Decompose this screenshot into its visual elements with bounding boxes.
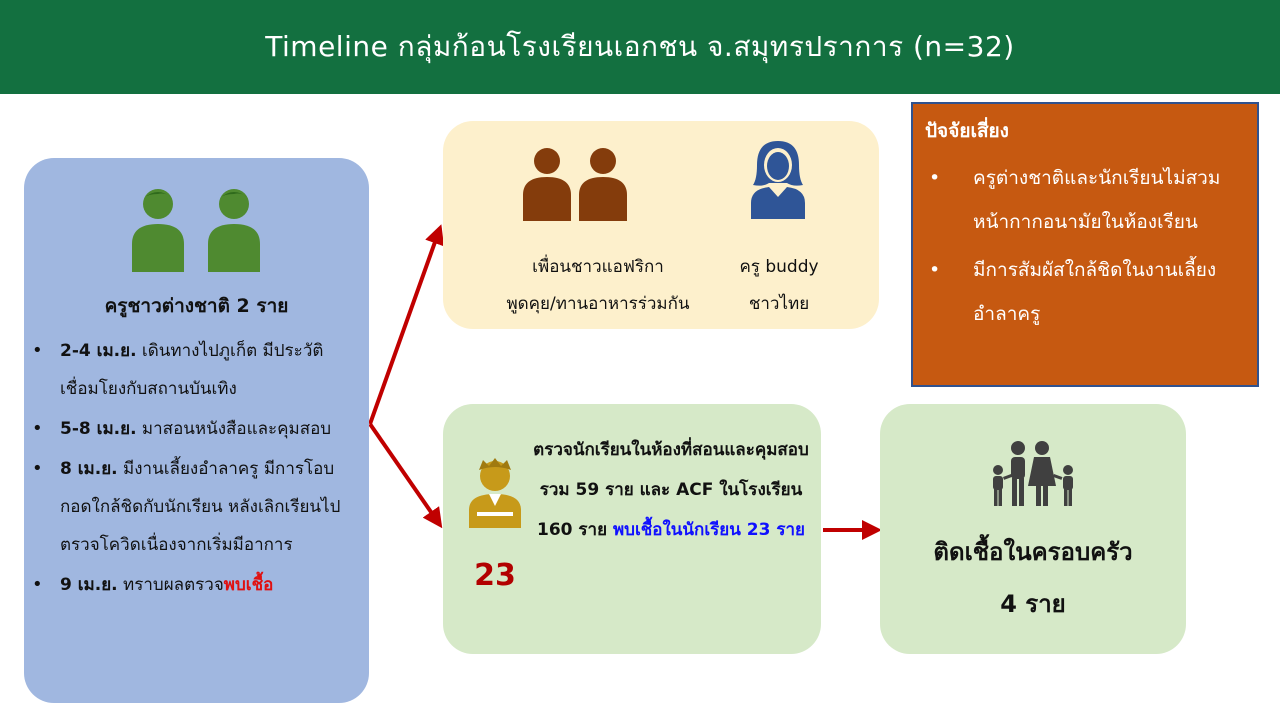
list-item: • 9 เม.ย. ทราบผลตรวจพบเชื้อ xyxy=(30,566,362,604)
student-testing-summary: ตรวจนักเรียนในห้องที่สอนและคุมสอบรวม 59 … xyxy=(533,440,809,540)
buddy-teacher-label: ครู buddy ชาวไทย xyxy=(721,249,837,323)
family-icon xyxy=(993,441,1073,506)
contacts-panel: เพื่อนชาวแอฟริกา พูดคุย/ทานอาหารร่วมกัน … xyxy=(443,121,879,329)
bullet-icon: • xyxy=(32,340,43,361)
timeline-date: 2-4 เม.ย. xyxy=(60,341,137,361)
timeline-text: มีงานเลี้ยงอำลาครู มีการโอบกอดใกล้ชิดกับ… xyxy=(60,459,341,555)
risk-factor-text: ครูต่างชาติและนักเรียนไม่สวมหน้ากากอนามั… xyxy=(973,167,1221,233)
student-positive-result: พบเชื้อในนักเรียน 23 ราย xyxy=(612,520,805,540)
buddy-teacher-nationality: ชาวไทย xyxy=(748,294,810,314)
timeline-date: 9 เม.ย. xyxy=(60,575,118,595)
african-friends-line: เพื่อนชาวแอฟริกา xyxy=(532,257,664,277)
buddy-teacher-line: ครู buddy xyxy=(739,257,819,277)
risk-factor-text: มีการสัมผัสใกล้ชิดในงานเลี้ยงอำลาครู xyxy=(973,259,1217,325)
student-case-count: 23 xyxy=(474,558,516,593)
risk-factors-list: • ครูต่างชาติและนักเรียนไม่สวมหน้ากากอนาม… xyxy=(923,156,1253,340)
african-friends-activity: พูดคุย/ทานอาหารร่วมกัน xyxy=(506,294,690,314)
african-friends-icon xyxy=(523,148,627,221)
list-item: • 5-8 เม.ย. มาสอนหนังสือและคุมสอบ xyxy=(30,410,362,448)
family-infection-label: ติดเชื้อในครอบครัว xyxy=(933,538,1133,566)
risk-factors-box: ปัจจัยเสี่ยง • ครูต่างชาติและนักเรียนไม่ส… xyxy=(911,102,1259,387)
student-icon xyxy=(469,458,521,528)
teachers-icon xyxy=(132,189,260,272)
page-title: Timeline กลุ่มก้อนโรงเรียนเอกชน จ.สมุทรป… xyxy=(265,30,1015,63)
positive-result-label: พบเชื้อ xyxy=(223,575,274,595)
student-testing-text: ตรวจนักเรียนในห้องที่สอนและคุมสอบรวม 59 … xyxy=(527,430,815,550)
bullet-icon: • xyxy=(929,259,941,281)
timeline-date: 5-8 เม.ย. xyxy=(60,419,137,439)
list-item: • มีการสัมผัสใกล้ชิดในงานเลี้ยงอำลาครู xyxy=(923,248,1253,336)
arrow-to-students xyxy=(368,422,443,529)
list-item: • 2-4 เม.ย. เดินทางไปภูเก็ต มีประวัติเชื่… xyxy=(30,332,362,408)
foreign-teachers-title: ครูชาวต่างชาติ 2 ราย xyxy=(104,295,289,317)
african-friends-label: เพื่อนชาวแอฟริกา พูดคุย/ทานอาหารร่วมกัน xyxy=(463,249,733,323)
arrow-to-contacts xyxy=(368,224,445,425)
header-bar: Timeline กลุ่มก้อนโรงเรียนเอกชน จ.สมุทรป… xyxy=(0,0,1280,94)
list-item: • 8 เม.ย. มีงานเลี้ยงอำลาครู มีการโอบกอดใ… xyxy=(30,450,362,564)
timeline-text: มาสอนหนังสือและคุมสอบ xyxy=(136,419,332,439)
timeline-text: ทราบผลตรวจ xyxy=(117,575,224,595)
timeline-date: 8 เม.ย. xyxy=(60,459,118,479)
bullet-icon: • xyxy=(32,418,43,439)
students-panel: 23 ตรวจนักเรียนในห้องที่สอนและคุมสอบรวม … xyxy=(443,404,821,654)
foreign-teachers-panel: ครูชาวต่างชาติ 2 ราย • 2-4 เม.ย. เดินทางไ… xyxy=(24,158,369,703)
woman-teacher-icon xyxy=(751,141,805,219)
list-item: • ครูต่างชาติและนักเรียนไม่สวมหน้ากากอนาม… xyxy=(923,156,1253,244)
bullet-icon: • xyxy=(929,167,941,189)
family-infection-count: 4 ราย xyxy=(1000,590,1066,618)
risk-factors-title: ปัจจัยเสี่ยง xyxy=(925,120,1009,142)
timeline-list: • 2-4 เม.ย. เดินทางไปภูเก็ต มีประวัติเชื่… xyxy=(30,332,362,606)
bullet-icon: • xyxy=(32,574,43,595)
family-panel: ติดเชื้อในครอบครัว 4 ราย xyxy=(880,404,1186,654)
timeline-text: เดินทางไปภูเก็ต มีประวัติเชื่อมโยงกับสถา… xyxy=(60,341,324,399)
bullet-icon: • xyxy=(32,458,43,479)
